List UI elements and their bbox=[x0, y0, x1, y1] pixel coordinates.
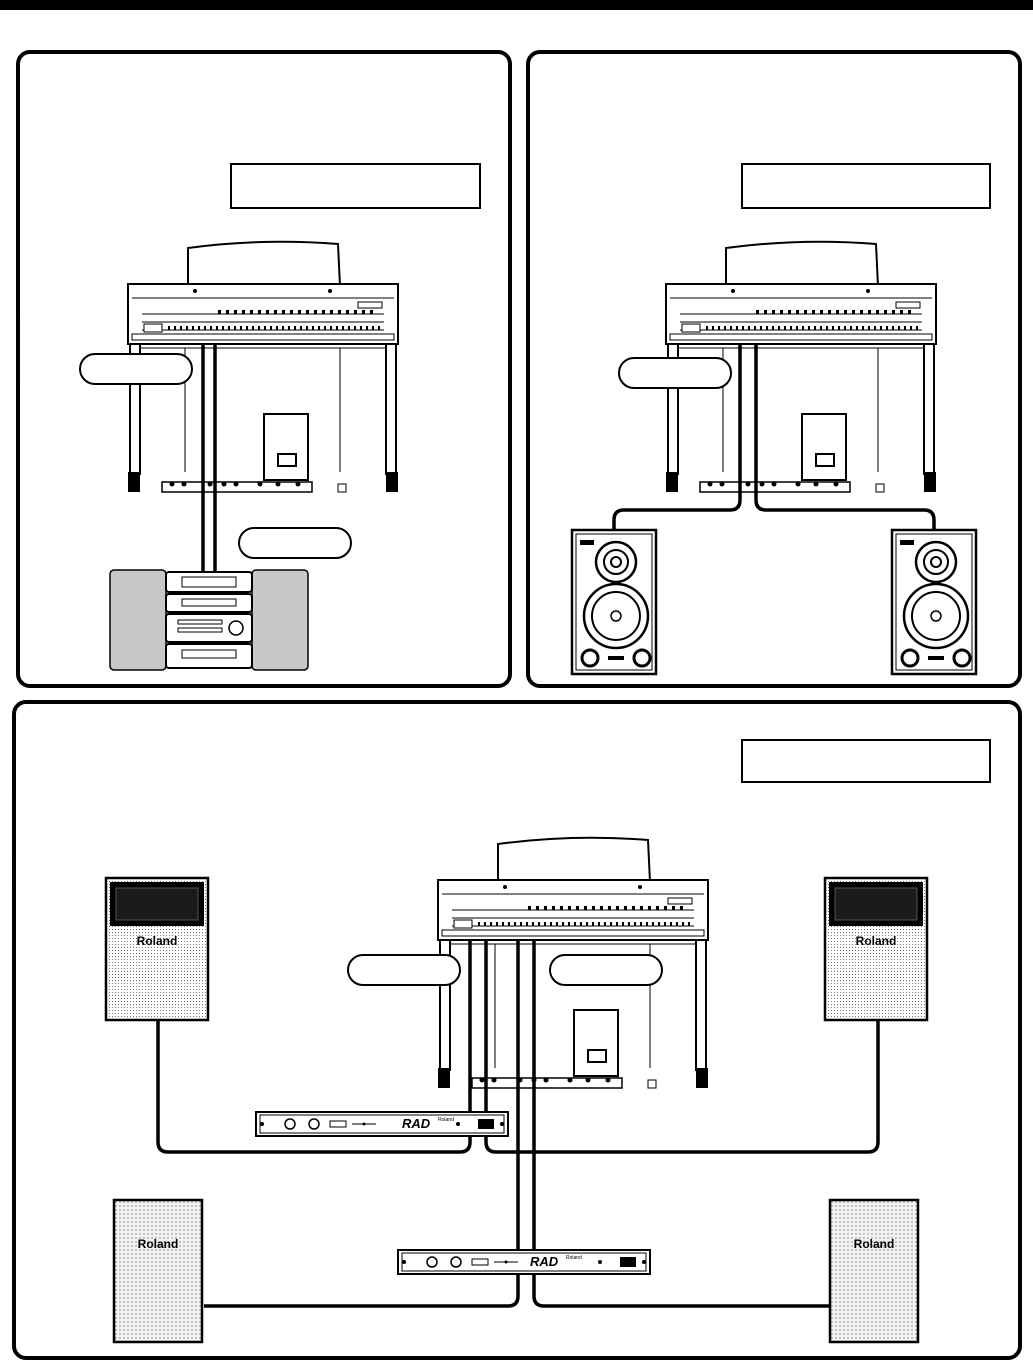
pa-speaker-icon bbox=[104, 876, 210, 1022]
monitor-speaker-icon bbox=[570, 528, 658, 676]
pa-speaker-icon bbox=[828, 1198, 920, 1344]
monitor-cables bbox=[612, 344, 936, 532]
rack-brand-bottom: RAD bbox=[530, 1254, 559, 1269]
monitor-brand-right: Roland bbox=[901, 536, 922, 542]
sub-brand-right: Roland bbox=[854, 1237, 895, 1251]
rack-sub-top: Roland bbox=[438, 1117, 454, 1123]
pa-speaker-icon bbox=[112, 1198, 204, 1344]
cable-label-pa-right bbox=[549, 954, 663, 986]
top-rule bbox=[0, 0, 1033, 10]
caption-box-monitor bbox=[741, 163, 991, 209]
panel-pa-system: Roland Roland RAD Roland RAD Roland Rola… bbox=[12, 700, 1022, 1360]
monitor-speaker-icon bbox=[890, 528, 978, 676]
stereo-cables bbox=[201, 344, 217, 572]
rack-brand-top: RAD bbox=[402, 1116, 431, 1131]
pa-cables bbox=[156, 940, 880, 1308]
stereo-system-icon bbox=[109, 569, 309, 671]
sub-brand-left: Roland bbox=[138, 1237, 179, 1251]
cable-label-monitor bbox=[618, 357, 732, 389]
cable-label-input bbox=[79, 353, 193, 385]
panel-monitor-speakers: Roland Roland bbox=[526, 50, 1022, 688]
caption-box-pa bbox=[741, 739, 991, 783]
panel-home-stereo bbox=[16, 50, 512, 688]
cable-label-output bbox=[238, 527, 352, 559]
monitor-brand-left: Roland bbox=[581, 536, 602, 542]
rack-amplifier-icon: RAD Roland bbox=[397, 1249, 651, 1275]
pa-speaker-icon bbox=[823, 876, 929, 1022]
pa-brand-left: Roland bbox=[137, 934, 178, 948]
rack-amplifier-icon: RAD Roland bbox=[255, 1111, 509, 1137]
rack-sub-bottom: Roland bbox=[566, 1255, 582, 1261]
cable-label-pa-left bbox=[347, 954, 461, 986]
caption-box-home-stereo bbox=[230, 163, 481, 209]
pa-brand-right: Roland bbox=[856, 934, 897, 948]
